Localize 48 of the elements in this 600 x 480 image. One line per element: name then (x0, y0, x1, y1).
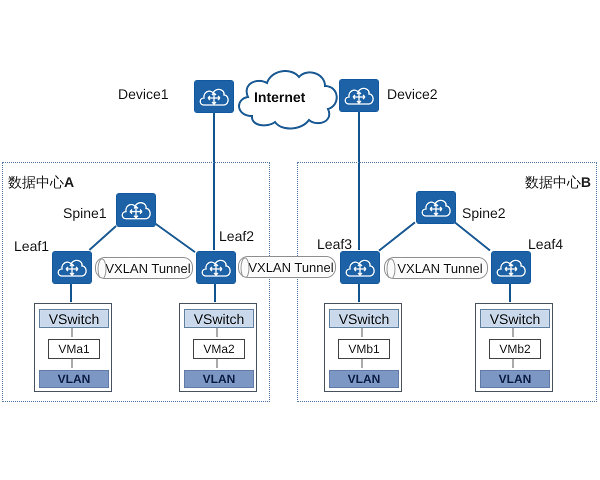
device-label: Spine1 (63, 205, 107, 221)
connection-line (213, 113, 215, 250)
server-box (179, 303, 257, 392)
server-box (324, 303, 402, 392)
device-label: Spine2 (462, 205, 506, 221)
device-label: Device2 (387, 86, 438, 102)
router-icon (52, 251, 92, 284)
router-icon (491, 251, 531, 284)
vswitch-bar: VSwitch (480, 309, 550, 328)
vlan-bar: VLAN (184, 370, 254, 388)
vswitch-bar: VSwitch (184, 309, 254, 328)
device-label: Leaf3 (317, 236, 352, 252)
region-label: 数据中心A (8, 173, 74, 191)
connection-line (70, 283, 72, 302)
vlan-bar: VLAN (39, 370, 109, 388)
vm-box: VMb2 (489, 339, 541, 359)
cloud-label: Internet (254, 89, 306, 105)
tunnel-cylinder: VXLAN Tunnel (384, 257, 488, 279)
device-label: Leaf4 (528, 236, 564, 252)
vswitch-bar: VSwitch (39, 309, 109, 328)
server-box (34, 303, 112, 392)
tunnel-cylinder: VXLAN Tunnel (95, 257, 193, 279)
vm-box: VMa2 (193, 339, 245, 359)
vlan-bar: VLAN (480, 370, 550, 388)
router-icon (196, 251, 236, 284)
vswitch-bar: VSwitch (329, 309, 399, 328)
connection-line (378, 222, 416, 252)
connection-line (358, 283, 360, 302)
vm-box: VMa1 (48, 339, 100, 359)
connection-line (454, 222, 491, 252)
server-box (475, 303, 553, 392)
connection-line (88, 225, 117, 251)
router-icon (416, 191, 456, 224)
connection-line (214, 283, 216, 302)
router-icon (340, 251, 380, 284)
device-label: Leaf2 (219, 228, 254, 244)
connection-line (154, 222, 196, 253)
vm-box: VMb1 (338, 339, 390, 359)
tunnel-cylinder: VXLAN Tunnel (238, 256, 336, 278)
device-label: Device1 (118, 86, 169, 102)
connection-line (509, 283, 511, 302)
router-icon (116, 193, 156, 227)
router-icon (194, 80, 234, 113)
region-label: 数据中心B (524, 173, 591, 191)
router-icon (339, 79, 379, 112)
device-label: Leaf1 (14, 238, 50, 254)
connection-line (358, 112, 360, 250)
vlan-bar: VLAN (329, 370, 399, 388)
